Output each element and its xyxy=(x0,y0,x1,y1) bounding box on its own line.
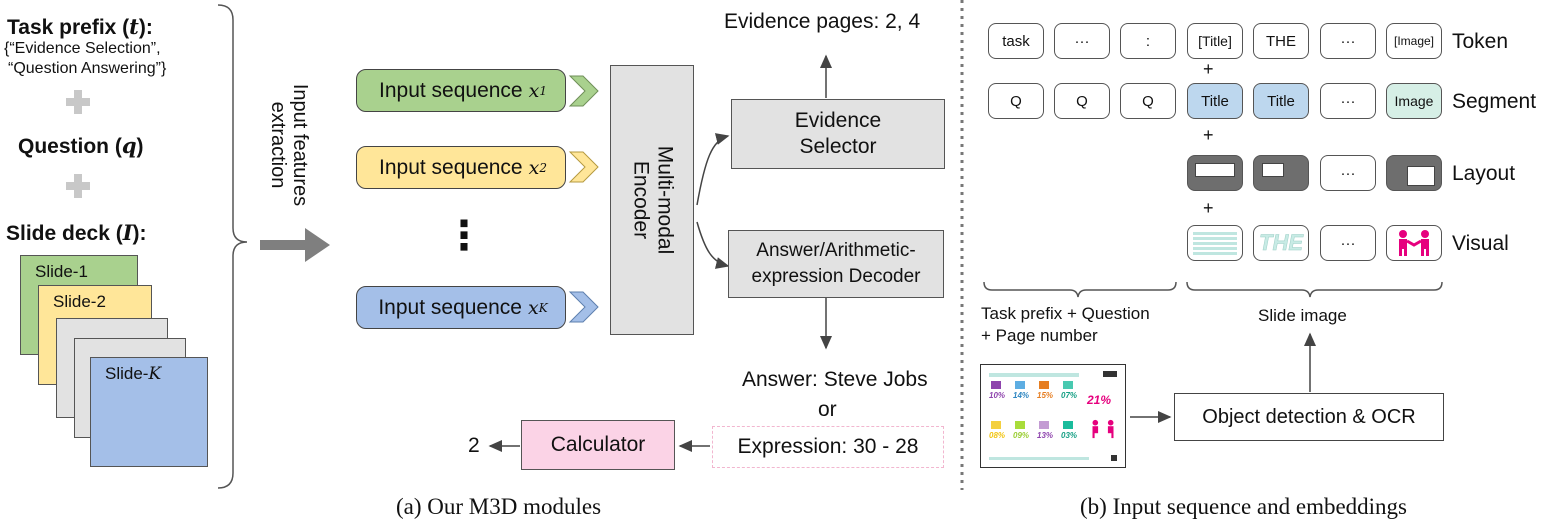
plus-1: + xyxy=(1203,59,1214,79)
thumb-pct-4: 07% xyxy=(1061,391,1078,400)
caption-b: (b) Input sequence and embeddings xyxy=(1080,494,1408,519)
evidence-pages-output: Evidence pages: 2, 4 xyxy=(724,10,921,33)
token-task: task xyxy=(988,23,1044,59)
chevron-icon-1 xyxy=(568,75,599,107)
features-label: Input features extraction xyxy=(267,83,311,207)
caption-a: (a) Our M3D modules xyxy=(396,494,602,519)
thumb-pct-6: 08% xyxy=(989,431,1006,440)
plus-shape-2 xyxy=(66,174,90,198)
token-image: [Image] xyxy=(1386,23,1442,59)
or-label: or xyxy=(818,398,837,421)
plus-2: + xyxy=(1203,125,1214,145)
visual-ellipsis: ··· xyxy=(1320,225,1376,261)
layout-image xyxy=(1386,155,1442,191)
answer-output: Answer: Steve Jobs xyxy=(742,368,928,391)
chevron-icon-2 xyxy=(568,151,599,183)
layout-title-2 xyxy=(1253,155,1309,191)
handshake-icon xyxy=(1399,230,1429,256)
arrow-to-selector xyxy=(696,133,730,206)
task-prefix-label: Task prefix (t): xyxy=(7,14,153,39)
thumb-pct-7: 09% xyxy=(1013,431,1030,440)
layout-title-1 xyxy=(1187,155,1243,191)
thumb-pct-3: 15% xyxy=(1037,391,1054,400)
segment-image: Image xyxy=(1386,83,1442,119)
sequence-ellipsis: ⋮ xyxy=(444,214,484,258)
thumb-people-icon xyxy=(1092,419,1114,439)
thumb-pct-9: 03% xyxy=(1061,431,1078,440)
token-the: THE xyxy=(1253,23,1309,59)
visual-image xyxy=(1386,225,1442,261)
evidence-selector: Evidence Selector xyxy=(731,99,945,169)
answer-expression-decoder: Answer/Arithmetic- expression Decoder xyxy=(728,230,944,298)
segment-title-2: Title xyxy=(1253,83,1309,119)
visual-title-1 xyxy=(1187,225,1243,261)
group-label-task-prefix: Task prefix + Question xyxy=(981,304,1150,323)
row-label-visual: Visual xyxy=(1452,232,1509,255)
thumb-pct-2: 14% xyxy=(1013,391,1030,400)
layout-ellipsis: ··· xyxy=(1320,155,1376,191)
thumb-pct-8: 13% xyxy=(1037,431,1054,440)
slide-thumbnail: 10% 14% 15% 07% 21% 08% 09% 13% 03% xyxy=(980,364,1126,468)
segment-q-3: Q xyxy=(1120,83,1176,119)
expression-output: Expression: 30 - 28 xyxy=(712,426,944,468)
plus-shape-1 xyxy=(66,90,90,114)
segment-title-1: Title xyxy=(1187,83,1243,119)
multimodal-encoder: Multi-modal Encoder xyxy=(610,65,694,335)
task-prefix-values: {“Evidence Selection”, xyxy=(4,40,161,57)
visual-the: THE xyxy=(1253,225,1309,261)
row-label-segment: Segment xyxy=(1452,90,1537,113)
question-label: Question (q) xyxy=(18,133,144,158)
row-label-layout: Layout xyxy=(1452,162,1516,185)
group-label-page-number: + Page number xyxy=(981,326,1098,345)
left-brace xyxy=(217,4,248,489)
calculator-result: 2 xyxy=(468,434,480,457)
token-ellipsis-2: ··· xyxy=(1320,23,1376,59)
slide-deck-label: Slide deck (I): xyxy=(6,220,147,245)
chevron-icon-3 xyxy=(568,291,599,323)
task-prefix-values-2: “Question Answering”} xyxy=(8,60,167,77)
segment-q-2: Q xyxy=(1054,83,1110,119)
group-label-slide-image: Slide image xyxy=(1258,306,1347,325)
slide-k: Slide-K xyxy=(90,357,208,467)
object-detection-ocr: Object detection & OCR xyxy=(1174,393,1444,441)
row-label-token: Token xyxy=(1452,30,1509,53)
segment-ellipsis: ··· xyxy=(1320,83,1376,119)
token-colon: : xyxy=(1120,23,1176,59)
calculator: Calculator xyxy=(521,420,675,470)
arrow-to-decoder xyxy=(696,221,730,269)
segment-q-1: Q xyxy=(988,83,1044,119)
features-arrow xyxy=(260,228,330,262)
token-ellipsis-1: ··· xyxy=(1054,23,1110,59)
plus-3: + xyxy=(1203,198,1214,218)
token-title: [Title] xyxy=(1187,23,1243,59)
brace-slide-image xyxy=(1186,281,1443,298)
thumb-pct-1: 10% xyxy=(989,391,1006,400)
brace-task-prefix xyxy=(983,281,1177,298)
thumb-pct-5: 21% xyxy=(1087,393,1112,407)
